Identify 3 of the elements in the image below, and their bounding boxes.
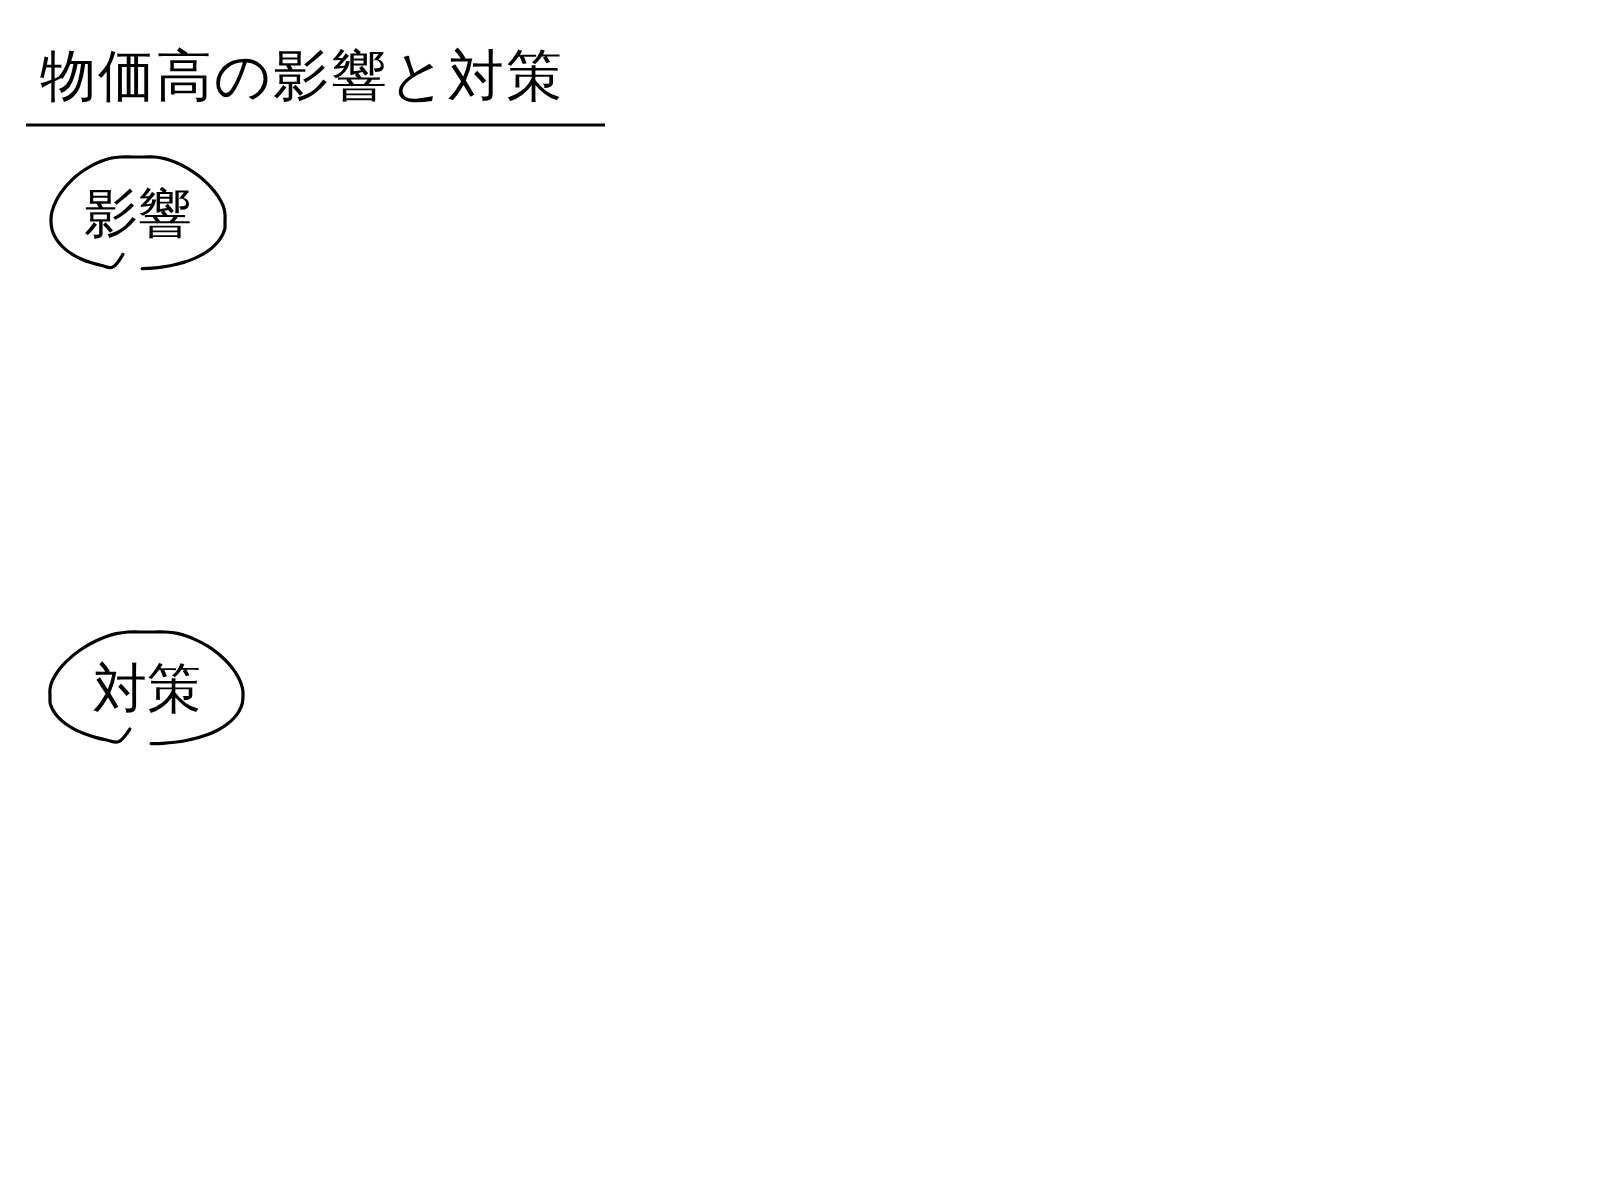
title: 物価高の影響と対策 [40,44,564,108]
node-label: 影響 [84,184,192,244]
node-label: 対策 [92,659,201,719]
